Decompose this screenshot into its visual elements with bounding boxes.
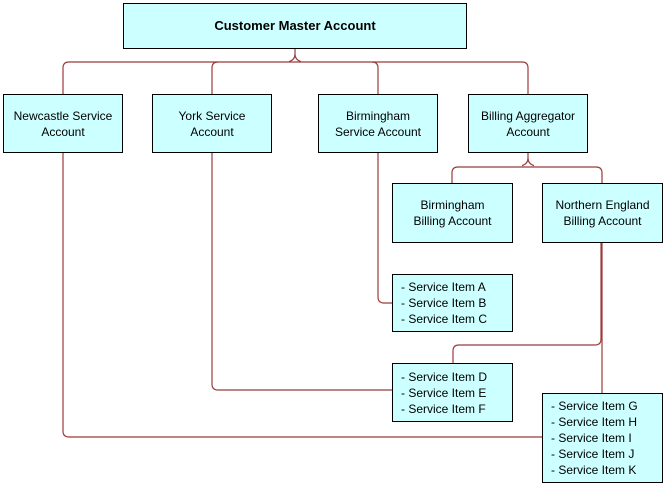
node-service-items-abc: - Service Item A - Service Item B - Serv…	[392, 274, 513, 332]
connector-northern-england-to-items-def	[452, 243, 602, 363]
node-birmingham-service-account: Birmingham Service Account	[318, 94, 438, 153]
node-service-items-ghijk: - Service Item G - Service Item H - Serv…	[542, 393, 663, 483]
service-item: - Service Item A	[401, 280, 486, 294]
connector-drop-birmingham-service	[371, 61, 379, 94]
connector-drop-york	[211, 61, 219, 94]
node-newcastle-service-account: Newcastle Service Account	[3, 94, 123, 153]
node-label: Customer Master Account	[214, 18, 376, 33]
node-label: Account	[190, 124, 234, 139]
node-label: Birmingham	[420, 198, 485, 212]
connector-york-to-items-def	[211, 153, 392, 391]
connector-aggregator-rail	[451, 166, 603, 183]
connector-aggregator-stub	[521, 153, 535, 167]
node-label: Service Account	[334, 124, 422, 139]
service-item: - Service Item H	[551, 415, 638, 429]
node-customer-master-account: Customer Master Account	[123, 3, 467, 49]
node-label: York Service	[178, 108, 246, 123]
service-item: - Service Item J	[551, 447, 635, 461]
node-service-items-def: - Service Item D - Service Item E - Serv…	[392, 363, 513, 422]
connector-birmingham-service-to-items-abc	[377, 153, 392, 304]
service-item: - Service Item F	[401, 401, 486, 416]
node-label: Billing Aggregator	[480, 108, 576, 123]
node-label: Northern England	[555, 198, 650, 212]
node-northern-england-billing-account: Northern England Billing Account	[542, 183, 663, 243]
service-item: - Service Item E	[401, 385, 487, 400]
node-label: Account	[41, 124, 85, 139]
node-york-service-account: York Service Account	[152, 94, 272, 153]
service-item: - Service Item K	[551, 463, 637, 477]
node-label: Newcastle Service	[13, 108, 113, 123]
node-label: Account	[506, 124, 550, 139]
connector-master-rail	[62, 61, 529, 94]
node-label: Billing Account	[563, 214, 642, 228]
service-item: - Service Item G	[551, 399, 638, 413]
node-label: Billing Account	[413, 214, 492, 228]
node-birmingham-billing-account: Birmingham Billing Account	[392, 183, 513, 243]
service-item: - Service Item I	[551, 431, 632, 445]
connector-master-stub	[288, 49, 302, 63]
node-label: Birmingham	[345, 108, 411, 123]
service-item: - Service Item D	[401, 369, 488, 384]
connector-newcastle-to-items-ghijk	[62, 153, 542, 438]
service-item: - Service Item B	[401, 296, 487, 310]
node-billing-aggregator-account: Billing Aggregator Account	[468, 94, 588, 153]
service-item: - Service Item C	[401, 312, 488, 326]
